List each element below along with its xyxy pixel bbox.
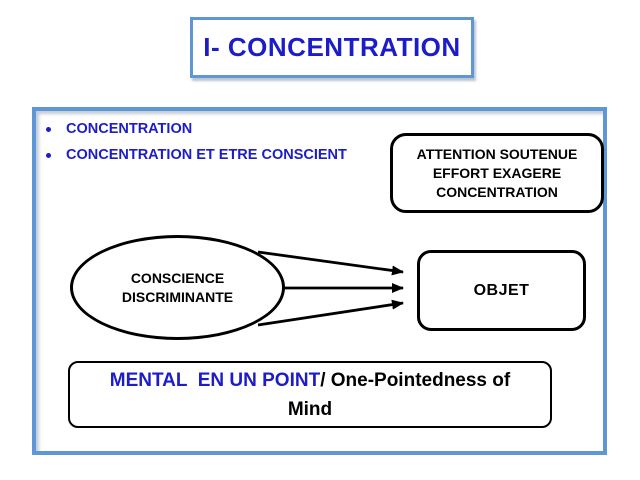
mental-text: MENTAL EN UN POINT/ One-Pointedness of M…: [90, 366, 530, 424]
mental-label-english: / One-Pointedness of Mind: [287, 369, 516, 420]
bullet-icon: [46, 152, 51, 158]
mental-box: MENTAL EN UN POINT/ One-Pointedness of M…: [68, 361, 552, 428]
bullet-label: CONCENTRATION: [66, 121, 193, 137]
arrow-bottom: [257, 299, 404, 327]
content-frame: CONCENTRATION CONCENTRATION ET ETRE CONS…: [32, 107, 607, 455]
ellipse-line-1: CONSCIENCE: [130, 269, 225, 286]
mental-label-french: MENTAL EN UN POINT: [109, 369, 321, 391]
slide-title: I- CONCENTRATION: [203, 32, 461, 62]
attention-box: ATTENTION SOUTENUE EFFORT EXAGERE CONCEN…: [390, 133, 604, 213]
ellipse-line-2: DISCRIMINANTE: [121, 288, 234, 305]
title-box: I- CONCENTRATION: [190, 17, 474, 78]
attention-line-3: CONCENTRATION: [436, 183, 558, 200]
attention-line-1: ATTENTION SOUTENUE: [416, 145, 578, 162]
bullet-item-1: CONCENTRATION: [42, 116, 347, 142]
arrows-graphic: [257, 250, 404, 327]
bullet-list: CONCENTRATION CONCENTRATION ET ETRE CONS…: [42, 116, 347, 168]
objet-label: OBJET: [473, 281, 530, 299]
bullet-item-2: CONCENTRATION ET ETRE CONSCIENT: [42, 142, 347, 168]
conscience-ellipse: CONSCIENCE DISCRIMINANTE: [70, 235, 285, 340]
attention-line-2: EFFORT EXAGERE: [432, 164, 562, 181]
bullet-icon: [46, 126, 51, 132]
bullet-label: CONCENTRATION ET ETRE CONSCIENT: [66, 147, 347, 163]
arrow-top: [257, 250, 404, 276]
objet-box: OBJET: [417, 250, 586, 331]
